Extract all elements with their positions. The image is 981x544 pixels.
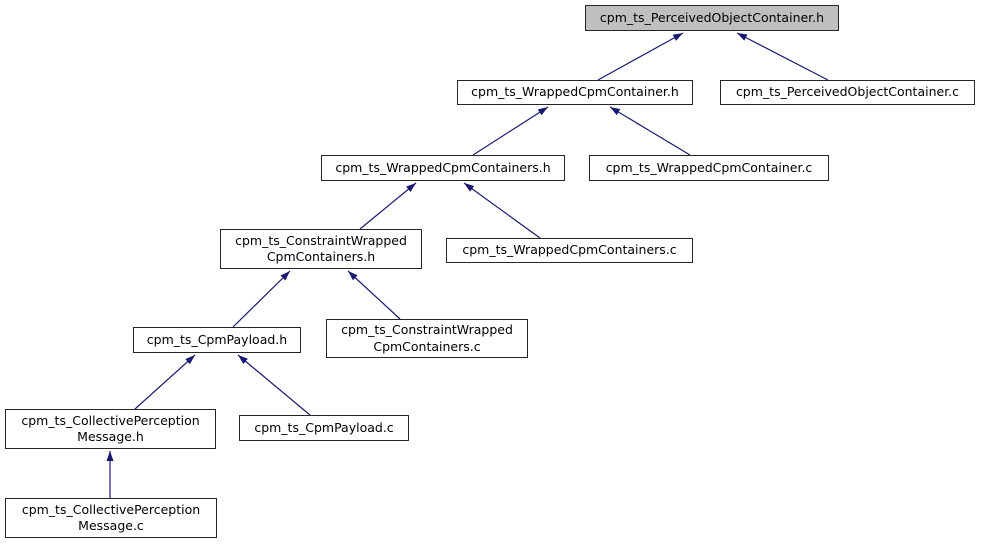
node-label-line: cpm_ts_PerceivedObjectContainer.h: [599, 9, 825, 25]
node-label-line: Message.c: [78, 518, 144, 533]
node-label-line: cpm_ts_ConstraintWrapped: [235, 232, 407, 248]
node-wrapped-cpm-container-h[interactable]: cpm_ts_WrappedCpmContainer.h: [457, 80, 693, 105]
edge-wrapped-cpm-container-c-to-wrapped-cpm-container-h: [609, 106, 691, 156]
edge-collective-perception-message-h-to-cpm-payload-h: [134, 354, 196, 410]
node-label-line: cpm_ts_ConstraintWrapped: [341, 322, 513, 337]
node-cpm-payload-c[interactable]: cpm_ts_CpmPayload.c: [239, 415, 409, 441]
node-label-line: cpm_ts_CpmPayload.c: [254, 419, 394, 435]
edge-perceived-object-container-c-to-perceived-object-container-h: [736, 32, 829, 81]
node-label-line: cpm_ts_PerceivedObjectContainer.c: [735, 84, 960, 100]
node-label-line: cpm_ts_WrappedCpmContainer.c: [605, 159, 813, 175]
node-label-line: CpmContainers.c: [373, 338, 481, 354]
edge-cpm-payload-h-to-constraint-wrapped-cpm-containers-h: [232, 270, 291, 328]
node-label-line: cpm_ts_CollectivePerception: [21, 412, 200, 428]
node-label-line: cpm_ts_WrappedCpmContainers.h: [335, 159, 551, 175]
node-label-line: cpm_ts_WrappedCpmContainer.h: [471, 84, 679, 100]
node-label-line: cpm_ts_WrappedCpmContainers.c: [462, 242, 677, 258]
edge-wrapped-cpm-containers-c-to-wrapped-cpm-containers-h: [463, 182, 541, 239]
node-perceived-object-container-c[interactable]: cpm_ts_PerceivedObjectContainer.c: [720, 80, 975, 105]
node-label-line: Message.h: [77, 429, 144, 444]
node-label-line: cpm_ts_CollectivePerception: [21, 501, 201, 517]
node-cpm-payload-h[interactable]: cpm_ts_CpmPayload.h: [133, 327, 301, 353]
edge-cpm-payload-c-to-cpm-payload-h: [237, 354, 311, 416]
node-wrapped-cpm-containers-h[interactable]: cpm_ts_WrappedCpmContainers.h: [321, 155, 565, 181]
node-wrapped-cpm-container-c[interactable]: cpm_ts_WrappedCpmContainer.c: [589, 155, 829, 181]
edge-wrapped-cpm-containers-h-to-wrapped-cpm-container-h: [472, 106, 549, 156]
node-perceived-object-container-h[interactable]: cpm_ts_PerceivedObjectContainer.h: [585, 5, 839, 31]
node-label-line: cpm_ts_CpmPayload.h: [146, 331, 288, 347]
edge-constraint-wrapped-cpm-containers-c-to-constraint-wrapped-cpm-containers-h: [347, 270, 401, 320]
edge-constraint-wrapped-cpm-containers-h-to-wrapped-cpm-containers-h: [359, 182, 417, 230]
node-label-line: CpmContainers.h: [266, 249, 376, 264]
node-wrapped-cpm-containers-c[interactable]: cpm_ts_WrappedCpmContainers.c: [446, 238, 693, 263]
edge-wrapped-cpm-container-h-to-perceived-object-container-h: [597, 32, 684, 81]
